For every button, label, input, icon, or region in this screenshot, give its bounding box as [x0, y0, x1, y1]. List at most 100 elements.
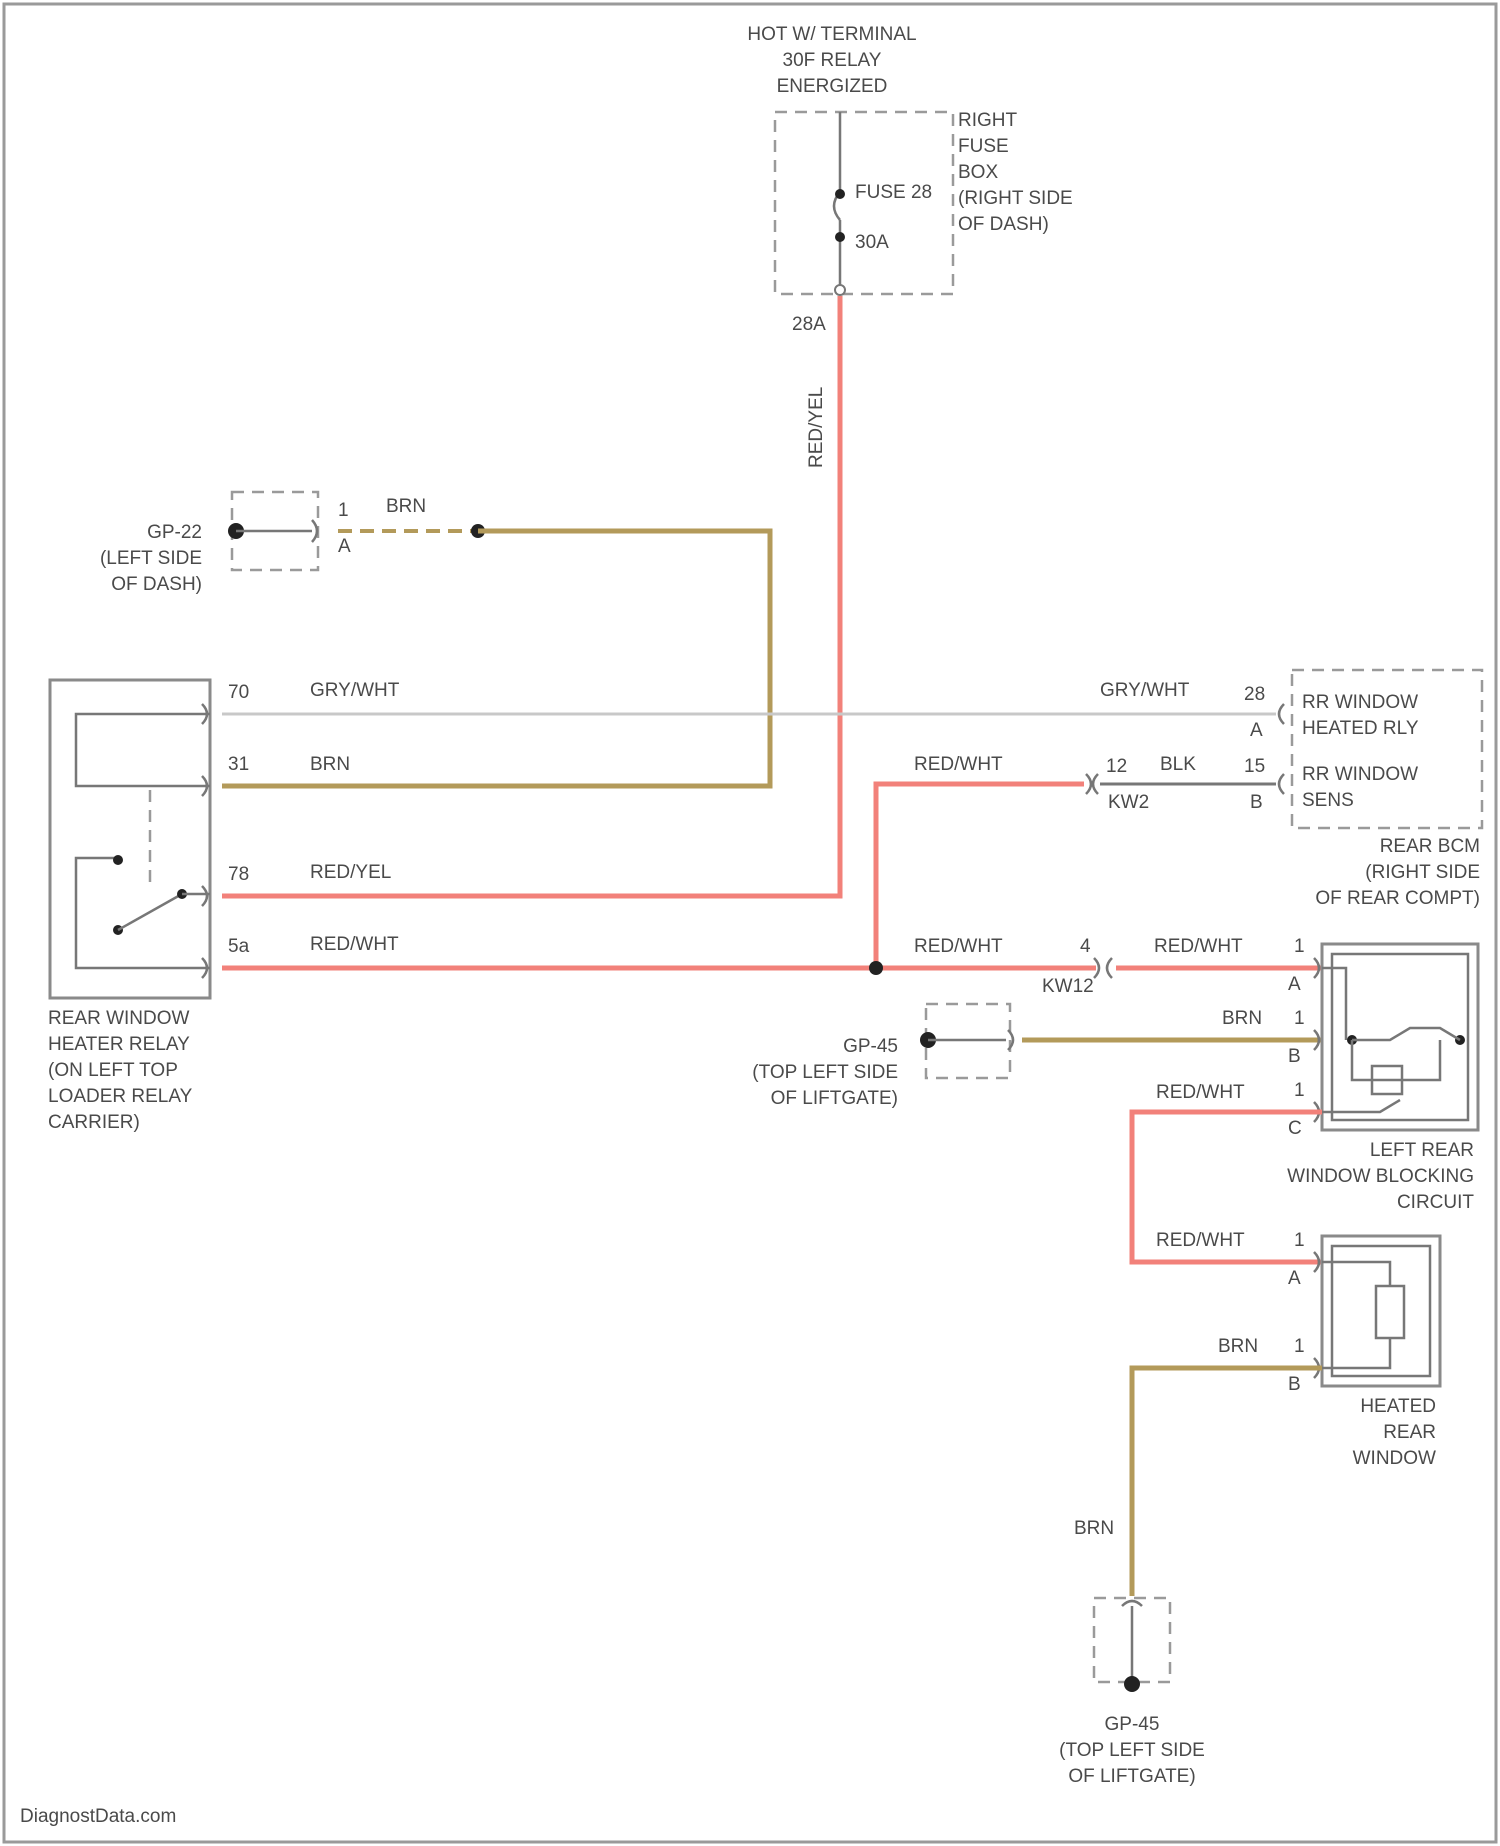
gp-dash-label: GP-22 (LEFT SIDE OF DASH) — [100, 522, 202, 595]
inline-connector-pin: 12 — [1106, 756, 1127, 777]
relay-contact-no — [113, 855, 123, 865]
heated-pin-b-letter: B — [1288, 1374, 1301, 1395]
svg-text:OF LIFTGATE): OF LIFTGATE) — [1068, 1766, 1195, 1787]
gp-dash-pin-num: 1 — [338, 500, 349, 521]
gp-liftgate-1-wire: BRN — [1222, 1008, 1262, 1029]
vertical-wire-label: RED/YEL — [806, 387, 827, 468]
svg-text:OF DASH): OF DASH) — [111, 574, 202, 595]
splice-connector-pin: 4 — [1080, 936, 1091, 957]
svg-text:REAR BCM: REAR BCM — [1380, 836, 1480, 857]
inline-connector-code: KW2 — [1108, 792, 1149, 813]
heated-window-pin-connectors — [1314, 1252, 1319, 1378]
svg-text:(TOP LEFT SIDE: (TOP LEFT SIDE — [1059, 1740, 1205, 1761]
svg-text:30F RELAY: 30F RELAY — [783, 50, 882, 71]
relay-pin-78-wire: RED/YEL — [310, 862, 391, 883]
heated-window-outline — [1322, 1236, 1440, 1386]
relay-pin-5a-wire: RED/WHT — [310, 934, 399, 955]
gp-liftgate-1-label: GP-45 (TOP LEFT SIDE OF LIFTGATE) — [752, 1036, 898, 1109]
splice-connector-code: KW12 — [1042, 976, 1094, 997]
fuse-rating: 30A — [855, 232, 889, 253]
heated-window-grid-icon — [1376, 1286, 1404, 1338]
brn-wire-heater-ground — [1132, 1368, 1322, 1596]
relay-switch-common — [76, 858, 210, 968]
watermark: DiagnostData.com — [20, 1806, 176, 1827]
blocking-circuit-switch-icon — [1352, 1028, 1460, 1040]
inline-connector-kw2-icon — [1086, 774, 1098, 794]
heated-pin-a-letter: A — [1288, 1268, 1301, 1289]
relay-pin-5a: 5a — [228, 936, 250, 957]
heated-window-inner — [1332, 1246, 1430, 1376]
svg-text:RR WINDOW: RR WINDOW — [1302, 692, 1418, 713]
svg-text:RIGHT: RIGHT — [958, 110, 1018, 131]
relay-outline — [50, 680, 210, 998]
svg-text:WINDOW BLOCKING: WINDOW BLOCKING — [1287, 1166, 1474, 1187]
svg-text:OF REAR COMPT): OF REAR COMPT) — [1315, 888, 1480, 909]
svg-text:GP-22: GP-22 — [147, 522, 202, 543]
gp-dash-connector-icon — [312, 520, 317, 542]
svg-text:SENS: SENS — [1302, 790, 1354, 811]
svg-text:RR WINDOW: RR WINDOW — [1302, 764, 1418, 785]
bcm-item1-pin-num: 28 — [1244, 684, 1265, 705]
svg-text:HEATER RELAY: HEATER RELAY — [48, 1034, 190, 1055]
blocking-circuit-label: LEFT REAR WINDOW BLOCKING CIRCUIT — [1287, 1140, 1474, 1213]
diagram-border — [4, 4, 1496, 1842]
blocking-pin-c-num: 1 — [1294, 1080, 1305, 1101]
heated-window-label: HEATED REAR WINDOW — [1353, 1396, 1436, 1469]
blocking-pin-a-letter: A — [1288, 974, 1301, 995]
svg-text:(ON LEFT TOP: (ON LEFT TOP — [48, 1060, 178, 1081]
blocking-circuit-coil-lead — [1352, 1040, 1440, 1080]
relay-pin-connectors — [202, 704, 207, 978]
bcm-item1-pin-letter: A — [1250, 720, 1263, 741]
relay-pin-31-wire: BRN — [310, 754, 350, 775]
svg-text:HEATED: HEATED — [1360, 1396, 1436, 1417]
red-yel-wire — [222, 296, 840, 896]
svg-text:GP-45: GP-45 — [1105, 1714, 1160, 1735]
relay-pin-31: 31 — [228, 754, 249, 775]
relay-pin-70: 70 — [228, 682, 249, 703]
svg-text:(RIGHT SIDE: (RIGHT SIDE — [958, 188, 1073, 209]
svg-text:REAR WINDOW: REAR WINDOW — [48, 1008, 190, 1029]
blocking-pin-a-num: 1 — [1294, 936, 1305, 957]
relay-coil-lead — [76, 714, 210, 786]
svg-text:BOX: BOX — [958, 162, 998, 183]
gp-liftgate-2-label: GP-45 (TOP LEFT SIDE OF LIFTGATE) — [1059, 1714, 1205, 1787]
bcm-item2-label: RR WINDOW SENS — [1302, 764, 1418, 811]
fuse-terminal-bottom — [835, 232, 845, 242]
ground-wire-label: BRN — [1074, 1518, 1114, 1539]
red-wht-splice — [869, 961, 883, 975]
relay-pin-78: 78 — [228, 864, 249, 885]
fuse-box-pin — [835, 285, 845, 295]
gp-dash-wire-label: BRN — [386, 496, 426, 517]
hot-source-label: HOT W/ TERMINAL 30F RELAY ENERGIZED — [747, 24, 916, 97]
blocking-circuit-feed — [1322, 968, 1346, 1040]
fuse-box-label: RIGHT FUSE BOX (RIGHT SIDE OF DASH) — [958, 110, 1073, 235]
inline-connector-wire: RED/WHT — [914, 754, 1003, 775]
svg-text:GP-45: GP-45 — [843, 1036, 898, 1057]
svg-text:ENERGIZED: ENERGIZED — [777, 76, 888, 97]
fuse-box-outline — [775, 112, 953, 294]
blocking-pin-b-num: 1 — [1294, 1008, 1305, 1029]
bcm-item2-pin-num: 15 — [1244, 756, 1265, 777]
fuse-label: FUSE 28 — [855, 182, 932, 203]
gp-liftgate-2-ground-point — [1124, 1676, 1140, 1692]
blocking-pin-b-letter: B — [1288, 1046, 1301, 1067]
svg-text:FUSE: FUSE — [958, 136, 1009, 157]
bcm-item2-wire: BLK — [1160, 754, 1196, 775]
heated-pin-b-wire: BRN — [1218, 1336, 1258, 1357]
svg-text:WINDOW: WINDOW — [1353, 1448, 1436, 1469]
heated-pin-a-wire: RED/WHT — [1156, 1230, 1245, 1251]
bcm-item1-wire: GRY/WHT — [1100, 680, 1190, 701]
svg-text:(LEFT SIDE: (LEFT SIDE — [100, 548, 202, 569]
svg-text:HEATED RLY: HEATED RLY — [1302, 718, 1419, 739]
bcm-item1-label: RR WINDOW HEATED RLY — [1302, 692, 1419, 739]
svg-text:OF LIFTGATE): OF LIFTGATE) — [771, 1088, 898, 1109]
svg-text:CARRIER): CARRIER) — [48, 1112, 140, 1133]
fuse-box-pin-label: 28A — [792, 314, 826, 335]
splice-connector-icon — [1094, 958, 1112, 978]
svg-text:OF DASH): OF DASH) — [958, 214, 1049, 235]
svg-text:(TOP LEFT SIDE: (TOP LEFT SIDE — [752, 1062, 898, 1083]
blocking-pin-c-letter: C — [1288, 1118, 1302, 1139]
relay-switch-arm — [118, 894, 182, 930]
rear-bcm-label: REAR BCM (RIGHT SIDE OF REAR COMPT) — [1315, 836, 1480, 909]
